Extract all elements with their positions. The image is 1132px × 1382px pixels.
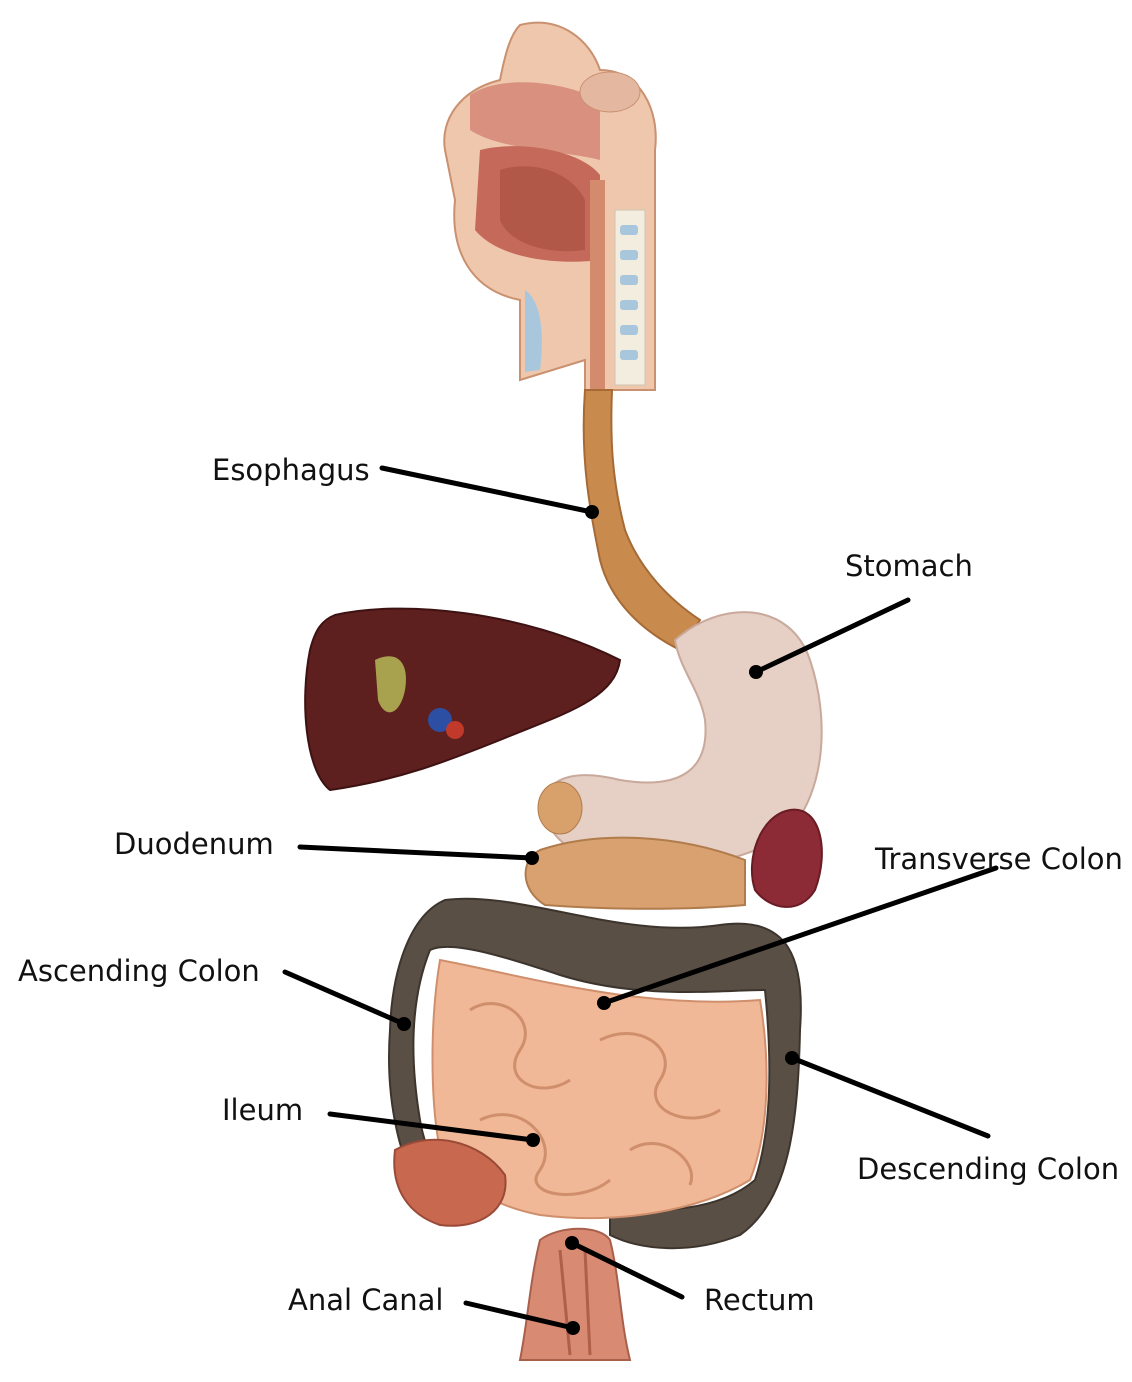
label-rectum: Rectum: [704, 1286, 815, 1315]
pylorus: [538, 782, 582, 834]
esophagus: [584, 390, 700, 650]
label-anal-canal: Anal Canal: [288, 1286, 444, 1315]
label-ileum: Ileum: [222, 1096, 303, 1125]
label-ascending-colon: Ascending Colon: [18, 957, 260, 986]
label-esophagus: Esophagus: [212, 456, 370, 485]
label-stomach: Stomach: [845, 552, 973, 581]
label-duodenum: Duodenum: [114, 830, 274, 859]
label-transverse-colon: Transverse Colon: [875, 845, 1123, 874]
pancreas: [526, 838, 745, 909]
liver: [305, 609, 620, 790]
label-descending-colon: Descending Colon: [857, 1155, 1119, 1184]
head-section: [444, 23, 656, 390]
